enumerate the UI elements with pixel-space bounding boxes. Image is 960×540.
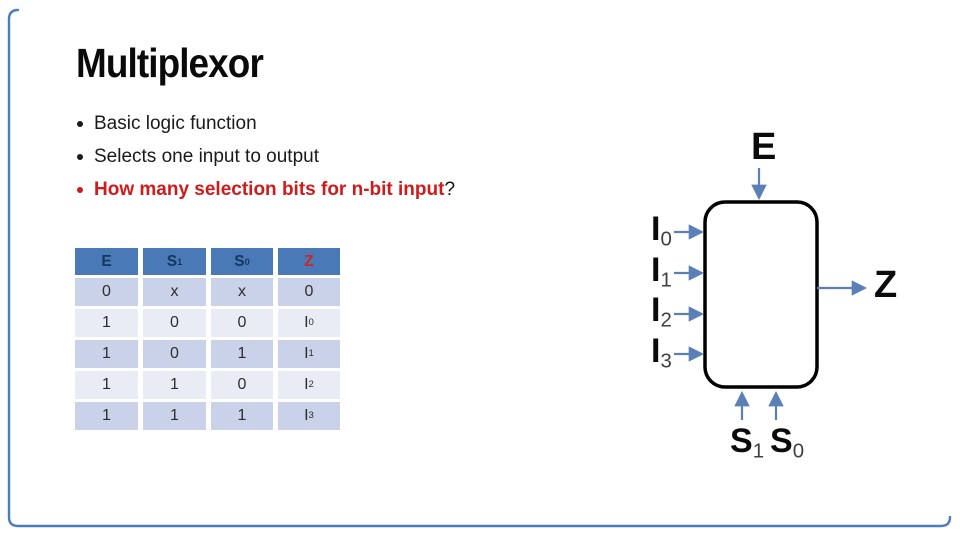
table-cell: 1: [211, 340, 273, 368]
table-cell: 1: [75, 371, 138, 399]
bullet-item-emphasis: How many selection bits for n-bit input?: [77, 178, 455, 202]
enable-label: E: [751, 126, 777, 168]
input-label-i2: I2: [651, 291, 672, 332]
table-cell: 1: [75, 309, 138, 337]
table-cell: 1: [211, 402, 273, 430]
table-cell: 0: [143, 309, 206, 337]
table-header-cell-z: Z: [278, 248, 340, 275]
page-title: Multiplexor: [76, 40, 264, 86]
bullet-text: How many selection bits for n-bit input: [94, 179, 445, 200]
bullet-item: Basic logic function: [77, 112, 455, 136]
input-label-i3: I3: [651, 332, 672, 373]
table-cell: 0: [143, 340, 206, 368]
table-cell: 0: [75, 278, 138, 306]
table-cell: x: [143, 278, 206, 306]
table-cell: 0: [211, 371, 273, 399]
table-cell: 1: [143, 402, 206, 430]
bullet-suffix: ?: [444, 179, 456, 200]
bullet-text: Basic logic function: [94, 113, 257, 134]
table-cell: 0: [278, 278, 340, 306]
mux-diagram: [674, 168, 868, 420]
select-label-s0: S0: [770, 422, 805, 463]
table-header-cell: E: [75, 248, 138, 275]
input-label-i1: I1: [651, 251, 672, 292]
select-label-s1: S1: [730, 422, 765, 463]
bullet-dot-icon: [77, 121, 83, 127]
table-cell: 1: [143, 371, 206, 399]
bullet-text: Selects one input to output: [94, 146, 319, 167]
bullet-list: Basic logic function Selects one input t…: [77, 112, 455, 211]
table-cell: 1: [75, 340, 138, 368]
input-label-i0: I0: [651, 210, 672, 251]
table-cell: 1: [75, 402, 138, 430]
bullet-dot-icon: [77, 154, 83, 160]
output-label: Z: [874, 264, 898, 306]
mux-box: [703, 200, 819, 389]
table-cell: x: [211, 278, 273, 306]
table-cell: 0: [211, 309, 273, 337]
bullet-dot-icon: [77, 187, 83, 193]
bullet-item: Selects one input to output: [77, 145, 455, 169]
